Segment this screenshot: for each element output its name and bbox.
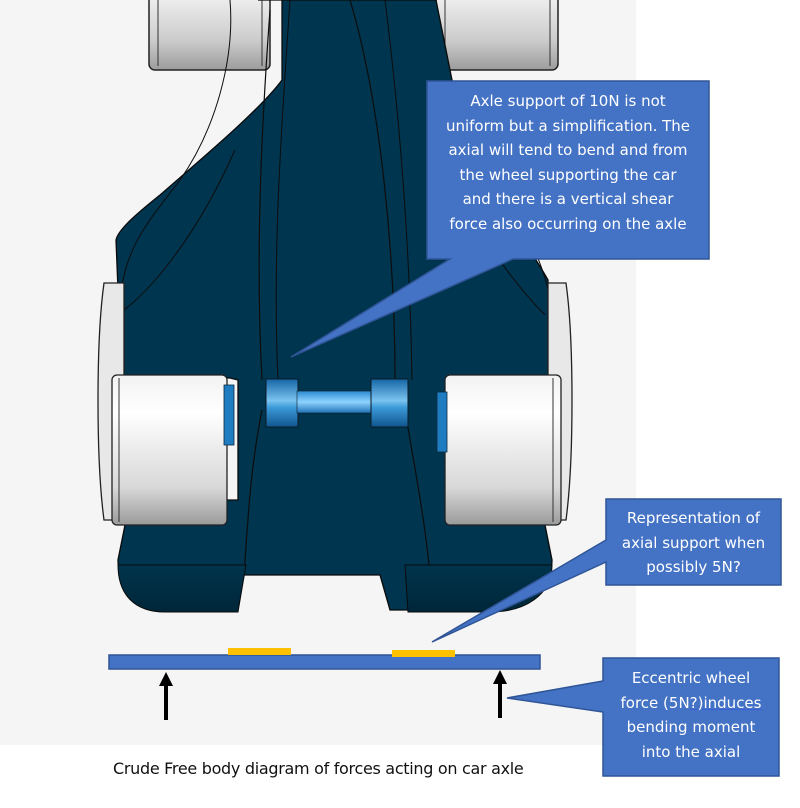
callout-axle-support-text: Axle support of 10N is not uniform but a… [445,92,691,233]
callout-line: bending moment [626,718,756,736]
callout-line: Eccentric wheel [631,669,751,687]
callout-axle-support [290,80,710,358]
callout-line: into the axial [641,742,741,761]
callout-axial-support-representation [431,498,782,643]
callout-axial-support-text: Representation of axial support when pos… [621,509,766,576]
callout-fragment: force (5N [620,693,690,712]
support-pad-left [228,648,291,655]
figure-caption: Crude Free body diagram of forces acting… [113,759,524,778]
reaction-arrow-left [159,672,173,720]
bottom-right-wheel [436,282,573,526]
callout-eccentric-wheel-force-text: Eccentric wheel force (5N?)induces bendi… [603,666,779,764]
bottom-left-wheel [97,282,235,526]
callout-line: force (5N?)induces [603,691,779,716]
free-body-diagram [108,648,541,720]
axle [265,378,409,428]
top-left-wheel [148,0,271,71]
axle-beam [108,654,541,670]
top-right-wheel [435,0,559,71]
spellcheck-underlined-fragment: ?)induces [689,693,762,712]
reaction-arrow-right [493,670,507,718]
callout-eccentric-wheel-force [506,657,780,777]
support-pad-right [392,650,455,657]
